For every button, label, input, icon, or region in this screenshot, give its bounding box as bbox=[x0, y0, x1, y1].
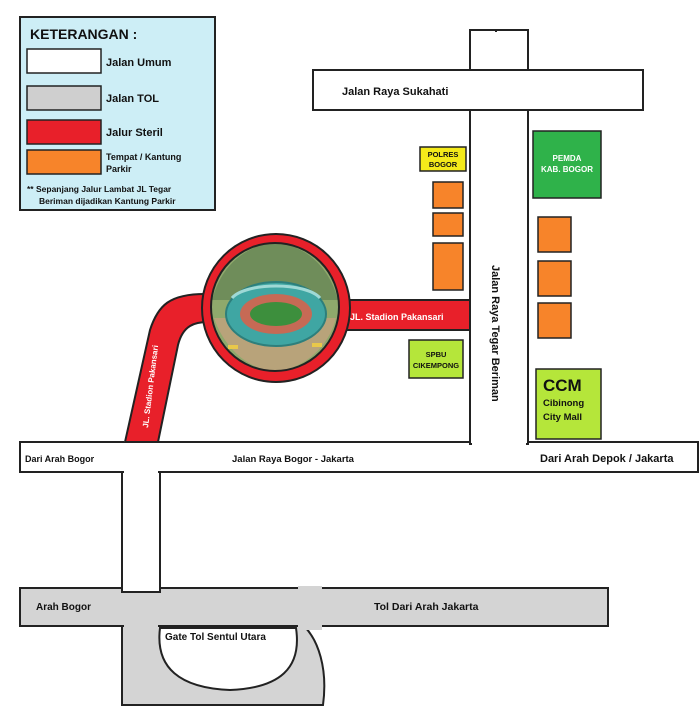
parking-area bbox=[432, 181, 464, 209]
parking-east bbox=[537, 216, 572, 339]
legend-swatch-jalan-tol bbox=[26, 85, 102, 111]
polres-label-2: BOGOR bbox=[429, 160, 458, 169]
legend-label-parkir-1: Tempat / Kantung bbox=[106, 152, 181, 162]
polres-bogor: POLRES BOGOR bbox=[419, 146, 467, 172]
parking-area bbox=[432, 212, 464, 237]
label-stadion-horizontal: JL. Stadion Pakansari bbox=[350, 312, 444, 322]
legend-swatch-jalur-steril bbox=[26, 119, 102, 145]
pemda-label-1: PEMDA bbox=[553, 154, 582, 163]
spbu-cikempong: SPBU CIKEMPONG bbox=[408, 339, 464, 379]
parking-west bbox=[432, 181, 464, 291]
pemda-kab-bogor: PEMDA KAB. BOGOR bbox=[532, 130, 602, 199]
legend-label-jalan-tol: Jalan TOL bbox=[106, 93, 159, 105]
label-dari-bogor: Dari Arah Bogor bbox=[25, 454, 95, 464]
label-tegar-beriman: Jalan Raya Tegar Beriman bbox=[489, 265, 501, 402]
stadium-image bbox=[210, 242, 340, 372]
legend-note-2: Beriman dijadikan Kantung Parkir bbox=[39, 196, 176, 206]
label-bogor-jakarta: Jalan Raya Bogor - Jakarta bbox=[232, 454, 355, 465]
parking-area bbox=[432, 242, 464, 291]
label-toll-gate: Gate Tol Sentul Utara bbox=[165, 632, 266, 643]
label-toll-arah-bogor: Arah Bogor bbox=[36, 602, 91, 613]
toll-road bbox=[19, 586, 609, 706]
label-sukahati: Jalan Raya Sukahati bbox=[342, 86, 448, 98]
ccm-cibinong-city-mall: CCM Cibinong City Mall bbox=[535, 368, 602, 440]
legend: KETERANGAN : Jalan Umum Jalan TOL Jalur … bbox=[19, 16, 216, 211]
polres-label-1: POLRES bbox=[428, 150, 459, 159]
legend-swatch-parkir bbox=[26, 149, 102, 175]
parking-area bbox=[537, 302, 572, 339]
legend-label-jalur-steril: Jalur Steril bbox=[106, 127, 163, 139]
pemda-label-2: KAB. BOGOR bbox=[541, 165, 593, 174]
ccm-title: CCM bbox=[543, 376, 582, 395]
parking-area bbox=[537, 260, 572, 297]
legend-title: KETERANGAN : bbox=[30, 26, 137, 42]
legend-label-jalan-umum: Jalan Umum bbox=[106, 57, 172, 69]
legend-note-1: ** Sepanjang Jalur Lambat JL Tegar bbox=[27, 184, 172, 194]
spbu-label-2: CIKEMPONG bbox=[413, 361, 459, 370]
ccm-label-1: Cibinong bbox=[543, 398, 584, 409]
ccm-label-2: City Mall bbox=[543, 412, 582, 423]
spbu-label-1: SPBU bbox=[426, 350, 447, 359]
label-dari-depok: Dari Arah Depok / Jakarta bbox=[540, 453, 674, 465]
toll-access-ramp bbox=[121, 469, 161, 593]
legend-swatch-jalan-umum bbox=[26, 48, 102, 74]
legend-label-parkir-2: Parkir bbox=[106, 164, 132, 174]
parking-area bbox=[537, 216, 572, 253]
label-toll-dari-jakarta: Tol Dari Arah Jakarta bbox=[374, 601, 479, 613]
